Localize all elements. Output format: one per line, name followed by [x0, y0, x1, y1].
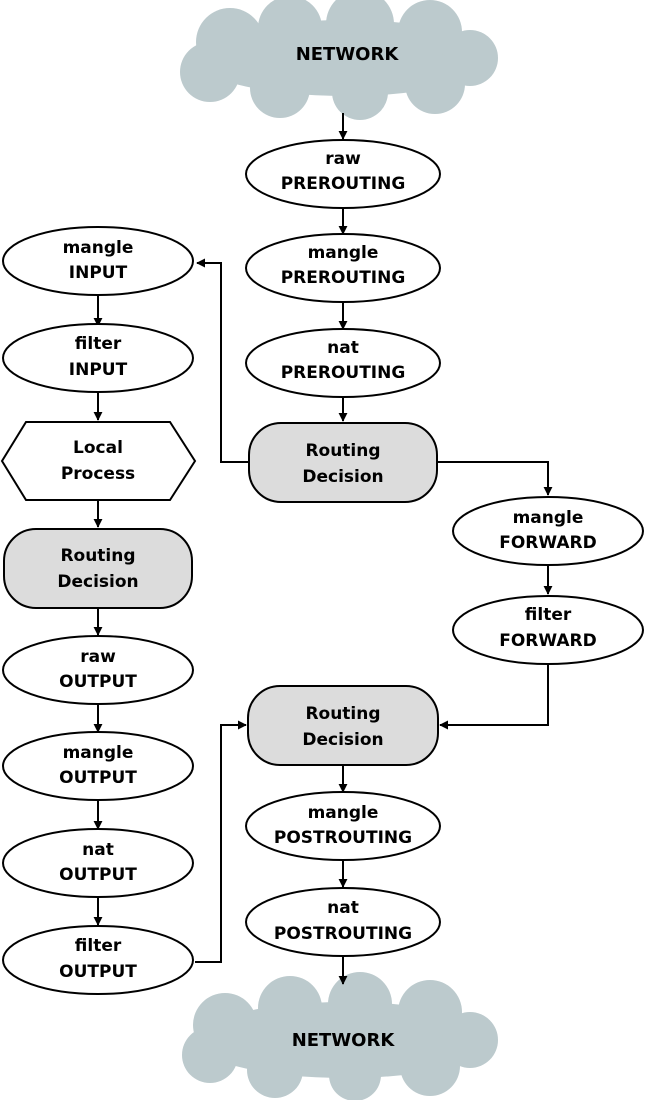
svg-text:Process: Process	[61, 464, 135, 484]
svg-text:OUTPUT: OUTPUT	[59, 768, 137, 788]
svg-text:POSTROUTING: POSTROUTING	[274, 924, 412, 944]
svg-text:PREROUTING: PREROUTING	[281, 363, 406, 383]
svg-text:POSTROUTING: POSTROUTING	[274, 828, 412, 848]
svg-text:raw: raw	[80, 647, 116, 667]
node-mangle-prerouting: mangle PREROUTING	[245, 233, 441, 303]
svg-text:mangle: mangle	[308, 803, 379, 823]
node-nat-postrouting: nat POSTROUTING	[245, 887, 441, 957]
node-filter-output: filter OUTPUT	[2, 925, 194, 995]
network-bottom-label: NETWORK	[292, 1030, 396, 1051]
svg-text:OUTPUT: OUTPUT	[59, 962, 137, 982]
node-filter-input: filter INPUT	[2, 323, 194, 393]
node-mangle-forward: mangle FORWARD	[452, 496, 644, 566]
node-nat-output: nat OUTPUT	[2, 828, 194, 898]
node-raw-output: raw OUTPUT	[2, 635, 194, 705]
svg-text:filter: filter	[75, 334, 122, 354]
svg-text:PREROUTING: PREROUTING	[281, 268, 406, 288]
svg-text:filter: filter	[525, 605, 572, 625]
network-top-label: NETWORK	[296, 44, 400, 65]
node-raw-prerouting: raw PREROUTING	[245, 139, 441, 209]
svg-text:nat: nat	[327, 338, 359, 358]
svg-text:Decision: Decision	[57, 572, 138, 592]
svg-text:filter: filter	[75, 936, 122, 956]
node-local-process: Local Process	[0, 421, 197, 501]
node-mangle-output: mangle OUTPUT	[2, 731, 194, 801]
svg-text:INPUT: INPUT	[69, 360, 128, 380]
connectors	[93, 113, 553, 985]
svg-text:INPUT: INPUT	[69, 263, 128, 283]
watermark: @稀土掘金技术社区	[507, 1063, 625, 1078]
node-nat-prerouting: nat PREROUTING	[245, 328, 441, 398]
svg-text:mangle: mangle	[513, 508, 584, 528]
svg-text:PREROUTING: PREROUTING	[281, 174, 406, 194]
svg-text:Local: Local	[73, 438, 123, 458]
svg-text:Routing: Routing	[305, 441, 380, 461]
svg-text:mangle: mangle	[63, 238, 134, 258]
node-filter-forward: filter FORWARD	[452, 595, 644, 665]
svg-text:mangle: mangle	[63, 743, 134, 763]
svg-text:OUTPUT: OUTPUT	[59, 672, 137, 692]
svg-text:FORWARD: FORWARD	[499, 533, 597, 553]
svg-text:nat: nat	[327, 898, 359, 918]
svg-text:FORWARD: FORWARD	[499, 631, 597, 651]
node-routing-decision-postrouting: Routing Decision	[247, 685, 439, 766]
node-routing-decision-output: Routing Decision	[3, 528, 193, 609]
svg-text:Routing: Routing	[60, 546, 135, 566]
svg-text:Decision: Decision	[302, 467, 383, 487]
svg-text:OUTPUT: OUTPUT	[59, 865, 137, 885]
svg-text:Routing: Routing	[305, 704, 380, 724]
node-routing-decision-prerouting: Routing Decision	[248, 422, 438, 503]
svg-text:nat: nat	[82, 840, 114, 860]
svg-text:mangle: mangle	[308, 243, 379, 263]
node-mangle-input: mangle INPUT	[2, 226, 194, 296]
svg-text:Decision: Decision	[302, 730, 383, 750]
network-cloud-bottom: NETWORK	[182, 972, 498, 1100]
svg-text:raw: raw	[325, 149, 361, 169]
network-cloud-top: NETWORK	[180, 0, 498, 120]
node-mangle-postrouting: mangle POSTROUTING	[245, 791, 441, 861]
